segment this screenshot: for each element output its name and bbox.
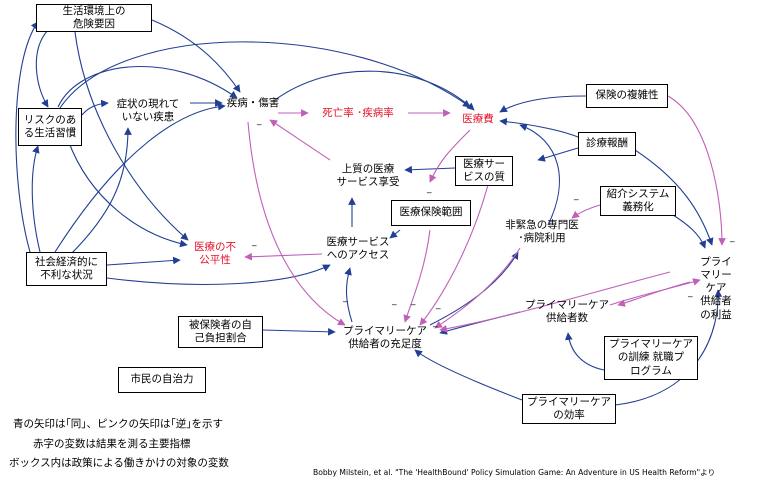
blue-arrows	[15, 19, 723, 406]
var-mortality-morbidity: 死亡率 ･疾病率	[322, 107, 394, 119]
arrow-quality-to-quality-services	[404, 165, 456, 174]
arrow-training-to-count	[564, 332, 605, 371]
arrow-living-to-inequality	[74, 31, 189, 241]
polarity-mark: _	[436, 300, 441, 310]
var-pc-provider-profit: プライマリーケア 供給者の利益	[700, 256, 732, 321]
arrow-socio-to-inequality	[106, 256, 181, 266]
box-risky-habits: リスクのあ る生活習慣	[18, 108, 82, 146]
arrow-efficiency-to-pc-profit	[614, 289, 723, 406]
polarity-mark: _	[427, 184, 432, 194]
box-referral-mandate: 紹介システム 義務化	[600, 186, 676, 216]
polarity-mark: _	[257, 116, 262, 126]
polarity-mark: _	[392, 296, 397, 306]
source-credit: Bobby Milstein, et al. "The 'HealthBound…	[313, 468, 716, 477]
box-service-quality: 医療サー ビスの質	[455, 156, 513, 186]
arrow-habits-to-inequality	[67, 139, 188, 248]
arrow-copay-to-sufficiency	[262, 327, 336, 336]
polarity-mark: _	[411, 296, 416, 306]
arrow-living-to-habits	[35, 29, 49, 108]
pink-arrows	[244, 95, 726, 333]
arrow-fee-to-service-quality	[537, 147, 579, 162]
arrow-cost-to-quality	[429, 129, 471, 183]
arrow-fee-to-pc-profit	[634, 149, 714, 246]
polarity-mark: _	[730, 233, 735, 243]
arrow-complexity-to-medical-cost	[499, 95, 587, 113]
var-medical-cost: 医療費	[462, 113, 494, 125]
arrow-efficiency-to-sufficiency	[414, 349, 523, 401]
arrow-habits-to-illness	[57, 66, 238, 108]
arrow-access-to-inequality	[244, 252, 323, 261]
arrow-referral-to-nonurgent	[571, 204, 601, 219]
polarity-mark: _	[574, 191, 579, 201]
var-pc-provider-count: プライマリーケア 供給者数	[525, 299, 609, 325]
box-socioeconomic-disadvantage: 社会経済的に 不利な状況	[26, 252, 107, 286]
var-medical-inequality: 医療の不 公平性	[194, 241, 236, 267]
arrow-sufficiency-to-nonurgent	[429, 251, 519, 326]
polarity-mark: _	[343, 293, 348, 303]
arrow-coverage-to-sufficiency	[403, 229, 431, 323]
box-insurance-coverage: 医療保険範囲	[391, 200, 471, 226]
box-insurance-complexity: 保険の複雑性	[586, 84, 668, 108]
arrow-pc-profit-to-sufficiency	[439, 271, 671, 333]
arrow-illness-to-medical-cost	[274, 70, 475, 111]
polarity-mark: _	[688, 288, 693, 298]
legend-arrow-colors: 青の矢印は｢同｣、ピンクの矢印は｢逆｣を示す	[13, 418, 223, 430]
arrow-coverage-to-access	[389, 229, 401, 239]
arrow-socio-to-habits	[31, 145, 41, 253]
arrow-socio-to-symptomless	[69, 127, 132, 256]
var-nonurgent-specialist-use: 非緊急の専門医 ･病院利用	[505, 219, 579, 245]
legend-red-variables: 赤字の変数は結果を測る主要指標	[33, 438, 191, 450]
arrow-socio-to-access	[106, 264, 331, 285]
arrow-socio-to-illness	[54, 102, 226, 253]
arrow-quality-to-sufficiency	[419, 184, 489, 326]
arrow-quality-services-to-illness	[269, 119, 331, 161]
box-copay-ratio: 被保険者の自 己負担割合	[178, 316, 263, 348]
box-pc-efficiency: プライマリーケア の効率	[522, 394, 616, 424]
arrow-nonurgent-to-sufficiency	[434, 247, 521, 329]
arrow-living-to-illness	[151, 19, 241, 93]
arrow-illness-to-sufficiency	[247, 121, 346, 326]
box-medical-fee: 診療報酬	[578, 132, 636, 156]
var-quality-services-received: 上質の医療 サービス享受	[336, 163, 400, 189]
arrow-fee-to-medical-cost	[499, 117, 579, 138]
box-living-environment-risks: 生活環境上の 危険要因	[36, 4, 152, 32]
arrow-socio-to-living	[15, 21, 39, 253]
arrow-nonurgent-to-medical-cost	[519, 123, 560, 226]
arrow-sufficiency-to-access	[344, 267, 353, 323]
polarity-mark: _	[252, 237, 257, 247]
box-pc-training-program: プライマリーケア の訓練 就職プ ログラム	[604, 336, 698, 380]
var-illness-injury: 疾病・傷害	[226, 97, 280, 109]
var-symptomless-disease: 症状の現れて いない疾患	[116, 98, 180, 124]
arrow-complexity-to-pc-profit	[667, 95, 726, 246]
var-access-to-services: 医療サービス へのアクセス	[326, 236, 390, 262]
var-pc-provider-sufficiency: プライマリーケア 供給者の充足度	[343, 325, 427, 351]
legend-boxed-variables: ボックス内は政策による働きかけの対象の変数	[9, 457, 229, 469]
polarity-mark: _	[433, 318, 438, 328]
box-self-governance: 市民の自治力	[118, 367, 206, 393]
arrow-profit-to-count	[617, 281, 691, 307]
arrow-habits-to-symptomless	[81, 99, 109, 116]
arrow-habits-to-medical-cost	[59, 41, 471, 109]
